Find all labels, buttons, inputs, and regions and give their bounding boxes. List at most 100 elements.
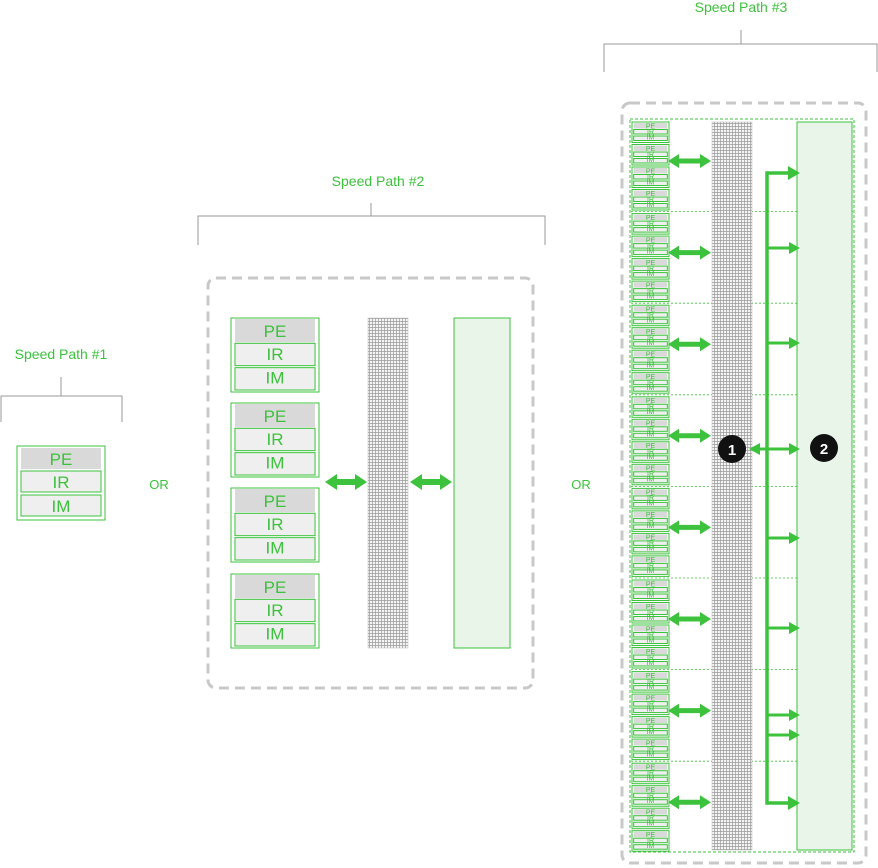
im-label: IM (52, 497, 71, 516)
pe-label: PE (646, 466, 656, 473)
ir-label: IR (647, 701, 654, 708)
im-label: IM (266, 624, 285, 643)
ir-label: IR (647, 449, 654, 456)
im-label: IM (647, 775, 655, 782)
pe-label: PE (646, 421, 656, 428)
im-label: IM (266, 368, 285, 387)
im-label: IM (647, 271, 655, 278)
arrow-right-icon (789, 242, 800, 254)
pe-label: PE (646, 809, 656, 816)
double-arrow-icon (668, 703, 711, 718)
ir-label: IR (647, 792, 654, 799)
ir-label: IR (647, 129, 654, 136)
ir-label: IR (267, 345, 284, 364)
ir-label: IR (647, 678, 654, 685)
double-arrow-icon (668, 612, 711, 626)
marker-2-label: 2 (820, 441, 828, 458)
im-label: IM (647, 317, 655, 324)
im-label: IM (647, 615, 655, 622)
im-label: IM (647, 362, 655, 369)
im-label: IM (647, 432, 655, 439)
interconnect-fabric (367, 317, 409, 649)
im-label: IM (647, 477, 655, 484)
ir-label: IR (647, 312, 654, 319)
ir-label: IR (647, 495, 654, 502)
double-arrow-icon (668, 520, 711, 535)
ir-label: IR (647, 334, 654, 341)
ir-label: IR (647, 632, 654, 639)
pe-label: PE (646, 718, 656, 725)
pe-label: PE (264, 407, 287, 426)
ir-label: IR (647, 151, 654, 158)
pe-label: PE (646, 237, 656, 244)
or-separator-2: OR (571, 477, 591, 492)
im-label: IM (647, 157, 655, 164)
im-label: IM (647, 843, 655, 850)
im-label: IM (647, 660, 655, 667)
speed-path-1-label: Speed Path #1 (15, 346, 108, 362)
speed-path-1-group: Speed Path #1 PE IR IM (0, 346, 123, 521)
im-label: IM (647, 637, 655, 644)
interconnect-fabric-large (711, 121, 753, 851)
double-arrow-icon (668, 337, 711, 352)
im-label: IM (647, 592, 655, 599)
pe-block-array: PEIRIMPEIRIMPEIRIMPEIRIMPEIRIMPEIRIMPEIR… (631, 121, 670, 852)
im-label: IM (647, 179, 655, 186)
double-arrow-icon (410, 474, 452, 490)
speed-path-3-dashed-frame (620, 101, 868, 865)
ir-label: IR (647, 837, 654, 844)
pe-label: PE (50, 450, 73, 469)
pe-label: PE (646, 191, 656, 198)
double-arrow-icon (668, 428, 711, 443)
shared-memory-block (453, 317, 511, 649)
pe-label: PE (646, 374, 656, 381)
pe-label: PE (646, 626, 656, 633)
pe-label: PE (646, 260, 656, 267)
ir-label: IR (647, 609, 654, 616)
pe-label: PE (646, 490, 656, 497)
pe-label: PE (646, 535, 656, 542)
pe-label: PE (646, 168, 656, 175)
arrow-right-icon (789, 729, 800, 741)
pe-label: PE (646, 351, 656, 358)
speed-path-3-label: Speed Path #3 (695, 0, 788, 15)
arrow-right-icon (789, 709, 800, 721)
arrow-right-icon (789, 443, 800, 455)
pe-label: PE (646, 581, 656, 588)
im-label: IM (647, 798, 655, 805)
ir-label: IR (647, 265, 654, 272)
ir-label: IR (647, 196, 654, 203)
pe-label: PE (646, 215, 656, 222)
arrow-right-icon (789, 622, 800, 634)
im-label: IM (647, 202, 655, 209)
im-label: IM (647, 684, 655, 691)
pe-label: PE (646, 398, 656, 405)
pe-label: PE (646, 832, 656, 839)
speed-path-3-group: Speed Path #3 PEIRIMPEIRIMPEIRIMPEIRIMPE… (603, 0, 878, 865)
im-label: IM (647, 523, 655, 530)
double-arrow-icon (668, 795, 711, 810)
speed-path-1-bracket (0, 377, 123, 422)
im-label: IM (647, 546, 655, 553)
im-label: IM (266, 453, 285, 472)
ir-label: IR (647, 723, 654, 730)
arrow-right-icon (789, 532, 800, 544)
